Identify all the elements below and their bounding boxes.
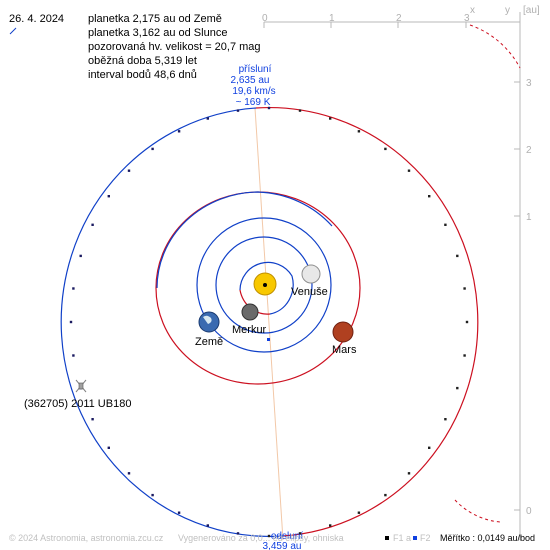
- x-tick-label: 2: [396, 13, 402, 24]
- orbit-point: [456, 386, 459, 390]
- mercury-icon: [241, 303, 259, 321]
- earth-label: Země: [195, 336, 223, 348]
- orbit-point: [79, 254, 82, 258]
- orbit-point: [444, 223, 447, 226]
- asteroid-orbit-points: [69, 106, 469, 538]
- orbit-point: [329, 524, 332, 527]
- orbit-point: [384, 147, 387, 151]
- mars-orbit-blue: [156, 191, 333, 289]
- projection-arc-bottom: [454, 499, 501, 523]
- orbit-point: [298, 109, 302, 112]
- asteroid-orbit-red: [255, 106, 479, 537]
- axes: 0 1 2 3 x y [au] 3 2 1 0: [262, 5, 540, 540]
- orbit-point: [177, 511, 181, 514]
- orbit-point: [456, 254, 459, 258]
- y-tick-label: 0: [526, 506, 532, 517]
- orbit-point: [463, 354, 466, 357]
- footer-scale: Měřítko : 0,0149 au/bod: [440, 533, 535, 543]
- orbit-point: [267, 534, 271, 538]
- orbit-point: [407, 472, 411, 475]
- orbit-point: [407, 169, 411, 172]
- info-line-distance-sun: planetka 3,162 au od Slunce: [88, 27, 227, 39]
- footer-copyright: © 2024 Astronomia, astronomia.zcu.cz: [9, 533, 164, 543]
- orbit-point: [151, 147, 154, 151]
- aphelion-title: odsluní: [271, 531, 303, 542]
- info-line-interval: interval bodů 48,6 dnů: [88, 69, 197, 81]
- orbit-point: [357, 511, 361, 514]
- legend-f2-mark: [413, 536, 417, 540]
- earth-clouds: [203, 315, 212, 324]
- info-line-magnitude: pozorovaná hv. velikost = 20,7 mag: [88, 41, 261, 53]
- orbit-point: [206, 524, 209, 527]
- orbit-point: [357, 130, 361, 133]
- orbit-point: [236, 109, 240, 112]
- orbit-point: [127, 472, 131, 475]
- orbit-point: [91, 223, 94, 226]
- perihelion-distance: 2,635 au: [231, 75, 270, 86]
- mars-label: Mars: [332, 344, 357, 356]
- asteroid-icon: [75, 379, 87, 393]
- x-tick-label: 1: [329, 13, 335, 24]
- orbit-point: [329, 117, 332, 120]
- orbit-point: [267, 106, 271, 110]
- mars-icon: [332, 321, 354, 343]
- asteroid-orbit: [60, 106, 479, 538]
- orbit-point: [463, 287, 466, 290]
- orbit-point: [72, 354, 75, 357]
- orbit-point: [465, 320, 469, 324]
- date-label: 26. 4. 2024: [9, 13, 64, 25]
- orbit-point: [206, 117, 209, 120]
- orbit-point: [107, 446, 110, 449]
- orbit-point: [298, 532, 302, 535]
- focus-f2-mark: [267, 338, 270, 341]
- orbit-point: [428, 446, 431, 449]
- info-line-period: oběžná doba 5,319 let: [88, 55, 197, 67]
- mercury-label: Merkur: [232, 324, 267, 336]
- venus-label: Venuše: [291, 286, 328, 298]
- y-tick-label: 1: [526, 212, 532, 223]
- apsides-line: [254, 107, 284, 541]
- sun-focus-mark: [263, 283, 267, 287]
- mercury-orbit-blue: [239, 261, 294, 315]
- footer-legend-f2: F2: [420, 533, 431, 543]
- orbit-point: [151, 493, 154, 497]
- unit-label: [au]: [523, 5, 540, 16]
- orbit-point: [236, 532, 240, 535]
- x-tick-label: 0: [262, 13, 268, 24]
- info-line-distance-earth: planetka 2,175 au od Země: [88, 13, 222, 25]
- venus-icon: [301, 264, 321, 284]
- perihelion-temperature: ~ 169 K: [236, 97, 271, 108]
- orbit-point: [444, 418, 447, 421]
- perihelion-speed: 19,6 km/s: [232, 86, 275, 97]
- earth-orbit: [196, 217, 332, 353]
- orbit-point: [127, 169, 131, 172]
- asteroid-orbit-blue: [60, 107, 284, 538]
- asteroid-label: (362705) 2011 UB180: [24, 398, 131, 410]
- orbit-point: [91, 418, 94, 421]
- projection-arc-top: [469, 24, 521, 69]
- legend-f1-mark: [385, 536, 389, 540]
- y-axis-label: y: [505, 5, 510, 16]
- x-tick-label: 3: [464, 13, 470, 24]
- perihelion-title: přísluní: [239, 64, 272, 75]
- orbit-point: [177, 130, 181, 133]
- footer-legend-f1: F1 a: [393, 533, 411, 543]
- y-tick-label: 2: [526, 145, 532, 156]
- aphelion-distance: 3,459 au: [263, 541, 302, 550]
- footer-generated: Vygenerováno za 0,0... ed elipsy, ohnisk…: [178, 533, 344, 543]
- venus-orbit: [215, 236, 313, 334]
- orbit-point: [384, 493, 387, 497]
- orbit-point: [69, 320, 73, 324]
- orbit-point: [72, 287, 75, 290]
- orbit-point: [428, 195, 431, 198]
- y-tick-label: 3: [526, 78, 532, 89]
- x-axis-label: x: [470, 5, 475, 16]
- orbit-point: [107, 195, 110, 198]
- small-axis-mark: [9, 27, 17, 35]
